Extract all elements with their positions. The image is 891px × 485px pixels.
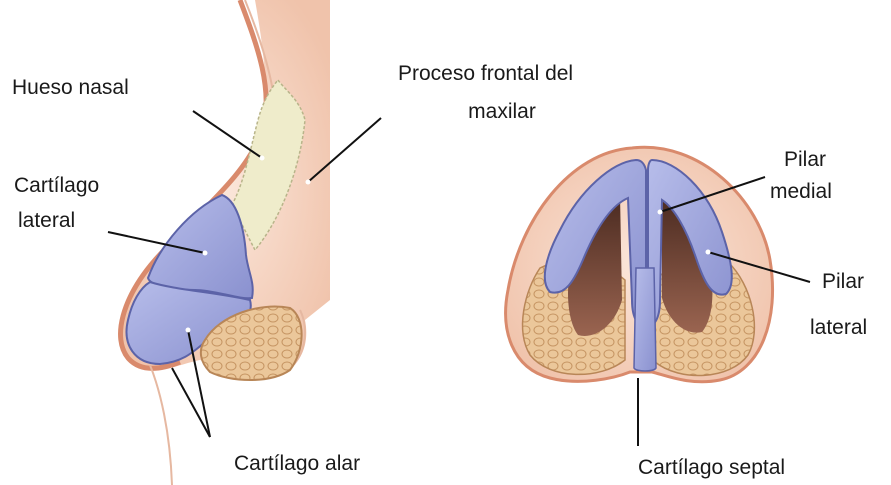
leader-hueso-nasal bbox=[193, 111, 262, 158]
label-cartilago-alar: Cartílago alar bbox=[234, 452, 360, 476]
basal-view bbox=[506, 147, 773, 381]
label-proceso-frontal-line2: maxilar bbox=[398, 100, 606, 124]
label-pilar-lateral-line2: lateral bbox=[810, 316, 867, 340]
label-cartilago-lateral-line2: lateral bbox=[18, 209, 75, 233]
dot-pilar-medial bbox=[658, 210, 663, 215]
dot-frontal bbox=[306, 180, 311, 185]
label-pilar-medial-line2: medial bbox=[770, 180, 832, 204]
septal-cartilage bbox=[634, 268, 656, 371]
label-hueso-nasal: Hueso nasal bbox=[12, 76, 129, 100]
label-pilar-lateral-line1: Pilar bbox=[822, 270, 864, 294]
leader-alar-1 bbox=[172, 368, 210, 437]
label-cartilago-septal: Cartílago septal bbox=[638, 456, 785, 480]
dot-alar bbox=[186, 328, 191, 333]
dot-nasal-bone bbox=[260, 156, 265, 161]
label-proceso-frontal-line1: Proceso frontal del bbox=[398, 62, 573, 86]
dot-lateral-cartilage bbox=[203, 251, 208, 256]
lateral-cartilage bbox=[148, 195, 253, 298]
label-pilar-medial-line1: Pilar bbox=[784, 148, 826, 172]
dot-pilar-lateral bbox=[706, 250, 711, 255]
label-cartilago-lateral-line1: Cartílago bbox=[14, 174, 99, 198]
